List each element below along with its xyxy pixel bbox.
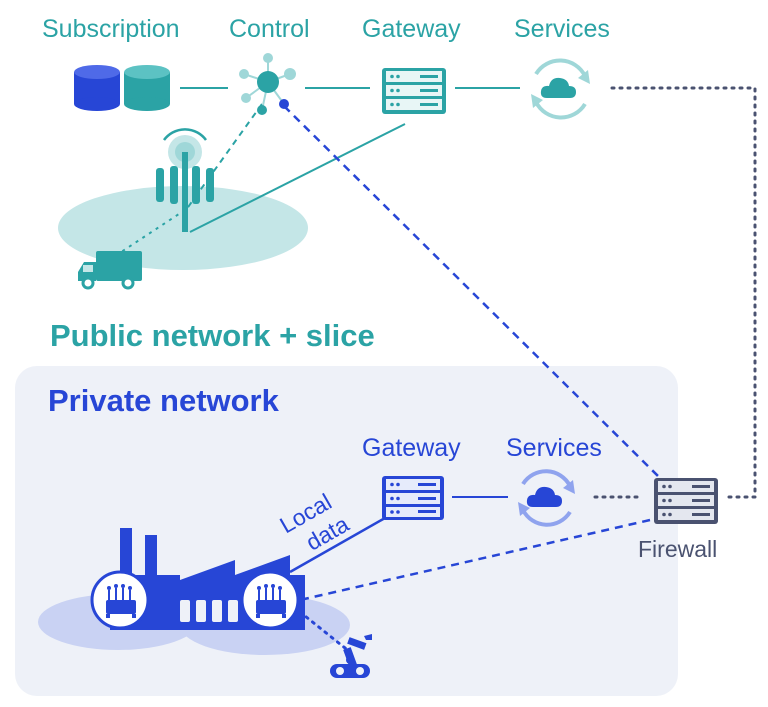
cell-tower-icon — [156, 128, 214, 232]
services-label: Services — [514, 15, 610, 43]
cloud-sync-icon — [531, 58, 590, 120]
private-gateway-label: Gateway — [362, 434, 461, 462]
control-firewall-dashed-link — [283, 105, 661, 479]
firewall-icon — [654, 478, 718, 524]
services-firewall-dotted-link — [610, 86, 757, 499]
control-label: Control — [229, 15, 310, 43]
firewall-router-dashed-link — [299, 518, 651, 602]
private-network-title: Private network — [48, 383, 280, 418]
network-hub-icon — [239, 53, 296, 115]
database-icon — [74, 65, 170, 111]
router-icon — [90, 570, 150, 630]
private-cloud-sync-icon — [518, 469, 575, 527]
truck-icon — [78, 251, 142, 290]
public-network-title: Public network + slice — [50, 318, 375, 353]
top-connections — [111, 87, 520, 259]
factory-windows — [180, 600, 238, 622]
router-icon-secondary — [240, 570, 300, 630]
gateway-label: Gateway — [362, 15, 461, 43]
local-data-link — [289, 516, 386, 574]
server-icon — [382, 68, 446, 114]
private-services-label: Services — [506, 434, 602, 462]
subscription-label: Subscription — [42, 15, 180, 43]
private-server-icon — [382, 476, 444, 520]
firewall-label: Firewall — [638, 536, 717, 562]
robot-arm-icon — [330, 634, 372, 678]
router-robot-link — [298, 610, 352, 654]
